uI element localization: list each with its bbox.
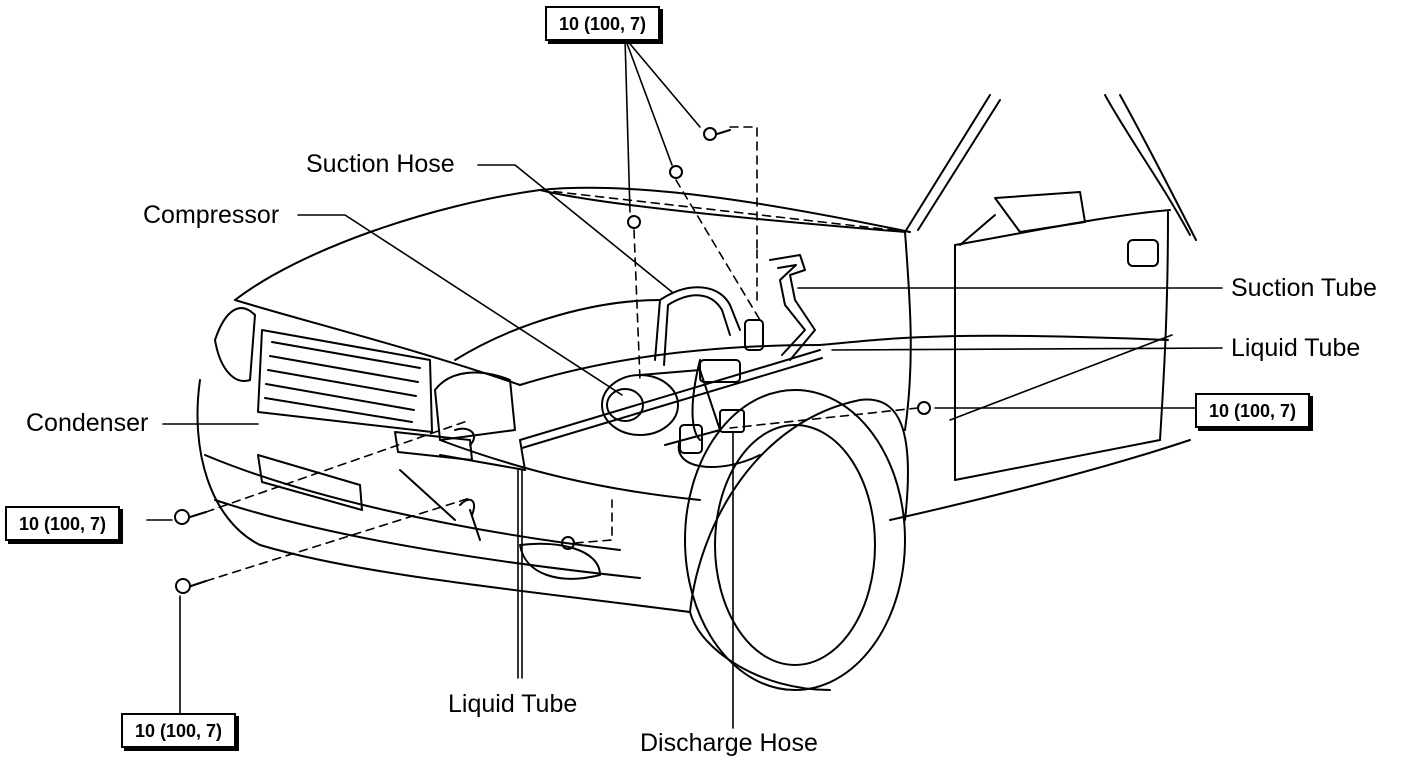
label-suction-hose: Suction Hose [306, 150, 455, 178]
label-liquid-tube-bottom: Liquid Tube [448, 690, 578, 718]
label-suction-tube: Suction Tube [1231, 274, 1377, 302]
label-discharge-hose: Discharge Hose [640, 729, 818, 757]
dashed-guides [205, 126, 919, 582]
leader-lines [146, 37, 1223, 729]
torque-spec-left: 10 (100, 7) [5, 506, 121, 541]
torque-spec-top: 10 (100, 7) [545, 6, 661, 41]
engine-components [394, 254, 823, 541]
torque-spec-bottom-left: 10 (100, 7) [121, 713, 237, 748]
label-compressor: Compressor [143, 201, 280, 229]
torque-spec-right: 10 (100, 7) [1195, 393, 1311, 428]
label-liquid-tube-right: Liquid Tube [1231, 334, 1361, 362]
fasteners [174, 127, 931, 594]
label-condenser: Condenser [26, 409, 149, 437]
car-body-outline [196, 94, 1197, 691]
